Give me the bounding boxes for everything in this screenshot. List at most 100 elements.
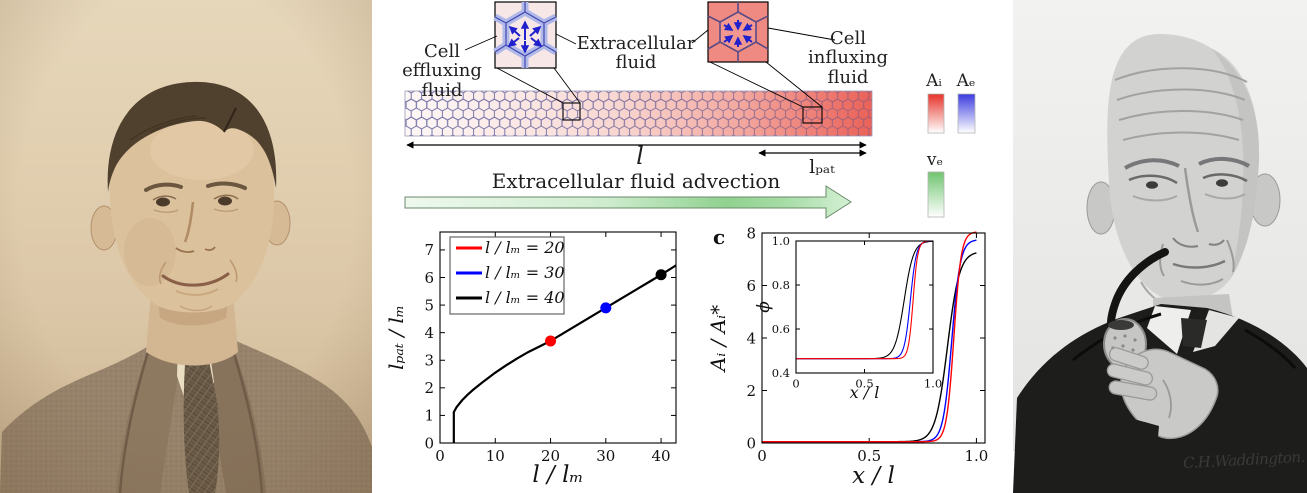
ticks — [439, 232, 676, 444]
x-tick-label: 0.5 — [855, 377, 873, 391]
cell-effluxing-line2: effluxing fluid — [402, 60, 482, 101]
y-tick-label: 0.8 — [772, 278, 790, 292]
series-curve — [452, 264, 677, 443]
cell-influxing-line1: Cell — [830, 28, 866, 49]
data-marker — [600, 302, 612, 314]
advection-label: Extracellular fluid advection — [491, 169, 781, 193]
inset-cell-effluxing — [493, 1, 558, 69]
colorbar-Ae — [957, 93, 976, 134]
collar-left — [1147, 306, 1191, 354]
callout-lines — [464, 27, 836, 108]
mouth — [1172, 259, 1226, 269]
x-axis-label: l / lₘ — [532, 462, 583, 488]
zoom-box-left — [562, 102, 581, 121]
tie — [1181, 318, 1207, 348]
extracellular-line2: fluid — [615, 52, 657, 74]
legend: l / lₘ = 20 l / lₘ = 30 l / lₘ = 40 — [449, 236, 565, 315]
y-axis-label: Aᵢ / Aᵢ* — [706, 305, 730, 373]
x-tick-label: 10 — [486, 447, 505, 465]
x-tick-label: 0 — [792, 377, 799, 391]
series-curve — [796, 240, 934, 360]
data-marker — [545, 335, 557, 347]
colorbar-ve — [927, 171, 945, 218]
y-tick-label: 4 — [746, 329, 756, 347]
x-tick-label: 20 — [541, 447, 560, 465]
y-tick-label: 8 — [746, 224, 756, 242]
y-tick-label: 7 — [424, 241, 434, 259]
y-tick-label: 6 — [424, 269, 434, 287]
series-curve — [762, 231, 977, 443]
x-axis-label: x / l — [852, 463, 895, 489]
Ai-colorbar-label: Aᵢ — [926, 71, 942, 91]
y-tick-label: 1.0 — [772, 234, 790, 248]
colorbar-Ai — [927, 93, 945, 134]
y-tick-label: 0.6 — [772, 322, 790, 336]
Ae-colorbar-label: Aₑ — [956, 71, 976, 91]
portrait-photo-right — [1013, 0, 1307, 493]
zoom-box-right — [802, 106, 823, 124]
x-tick-label: 40 — [652, 447, 671, 465]
series — [452, 264, 677, 443]
cell-influxing-line2: influxing fluid — [808, 47, 888, 88]
efflux-arrows — [507, 20, 543, 54]
y-tick-label: 4 — [424, 324, 434, 342]
x-tick-label: 0 — [435, 447, 445, 465]
lpat-label: lₚₐₜ — [809, 156, 835, 178]
nose — [1183, 167, 1200, 233]
y-axis-label: ϕ — [754, 301, 774, 313]
sleeve — [1073, 415, 1159, 493]
axes-box — [761, 232, 986, 444]
y-tick-label: 0 — [746, 434, 756, 452]
left-eye — [1146, 181, 1158, 189]
extracellular-line1: Extracellular — [576, 33, 696, 54]
forehead-wrinkles — [1114, 67, 1248, 141]
extracellular-label: Extracellular fluid — [576, 34, 696, 73]
axes-box — [795, 240, 934, 374]
x-axis-label: x / l — [850, 383, 880, 402]
vignette — [0, 0, 372, 493]
left-brow — [1124, 158, 1180, 170]
advection-arrow — [404, 185, 852, 219]
right-brow — [1198, 157, 1250, 168]
series — [796, 240, 934, 360]
phi-inset-panel: 0 0.5 1.0 0.4 0.6 0.8 1.0 x / l ϕ — [754, 234, 942, 402]
right-eye — [1216, 179, 1228, 187]
data-marker — [655, 269, 667, 281]
panel-label: c — [713, 225, 725, 249]
series — [762, 231, 977, 443]
tissue-schematic — [404, 1, 976, 219]
portrait-photo-left — [0, 0, 372, 493]
ve-colorbar-label: vₑ — [926, 150, 944, 170]
legend-entry-label: l / lₘ = 30 — [485, 263, 565, 282]
cell-effluxing-label: Cell effluxing fluid — [386, 41, 498, 101]
y-tick-label: 0 — [424, 434, 434, 452]
length-arrows — [406, 141, 867, 157]
y-axis-label: lₚₐₜ / lₘ — [388, 305, 408, 370]
y-tick-label: 5 — [424, 296, 434, 314]
x-tick-label: 0 — [757, 447, 767, 465]
y-tick-label: 3 — [424, 352, 434, 370]
x-tick-label: 1.0 — [964, 447, 988, 465]
legend-entry-label: l / lₘ = 20 — [485, 238, 565, 257]
y-tick-label: 1 — [424, 407, 434, 425]
influx-arrows — [723, 20, 753, 47]
y-tick-label: 2 — [424, 379, 434, 397]
length-l-label: l — [636, 142, 644, 170]
cell-influxing-label: Cell influxing fluid — [800, 28, 896, 88]
hand — [1106, 347, 1219, 440]
collar-right — [1193, 310, 1239, 352]
legend-entry-label: l / lₘ = 40 — [485, 288, 565, 307]
y-tick-label: 6 — [746, 277, 756, 295]
tissue-strip — [404, 90, 873, 137]
y-tick-label: 2 — [746, 382, 756, 400]
y-tick-label: 0.4 — [772, 366, 790, 380]
cell-effluxing-line1: Cell — [424, 41, 460, 62]
x-tick-label: 1.0 — [924, 377, 942, 391]
head — [1086, 34, 1281, 309]
signal-profile-chart: 0 0.5 1.0 0 2 4 6 8 x / l Aᵢ / Aᵢ* c 0 0.5 1.0 0.4 0.6 0… — [706, 224, 988, 489]
axes-box — [439, 231, 677, 444]
inset-cell-influxing — [707, 1, 769, 63]
